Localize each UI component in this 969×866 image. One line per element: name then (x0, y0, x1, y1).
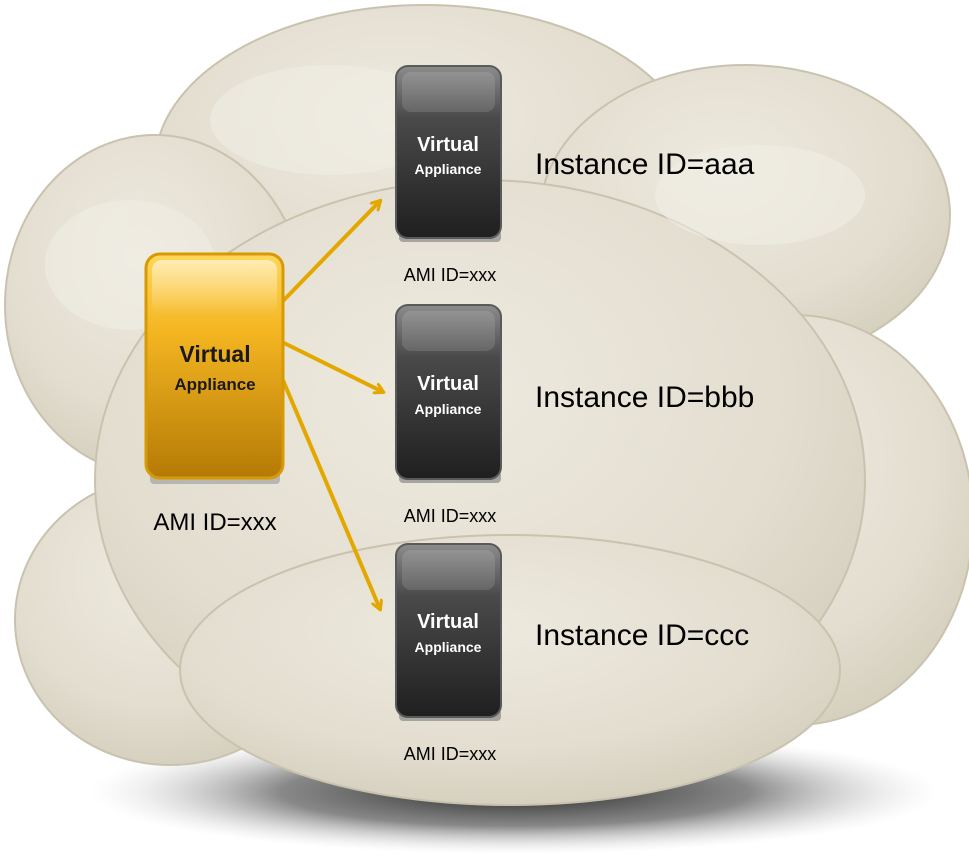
source-appliance: Virtual Appliance AMI ID=xxx (144, 252, 285, 536)
instance-1-title-line1: Virtual (417, 134, 479, 156)
arrow-to-instance-2 (280, 340, 383, 392)
instance-3-ami-label: AMI ID=xxx (404, 744, 497, 764)
source-title-line2: Appliance (174, 375, 255, 394)
instance-2-title-line1: Virtual (417, 373, 479, 395)
arrow-to-instance-1 (280, 201, 380, 304)
instance-1-title-line2: Appliance (415, 161, 482, 177)
source-ami-label: AMI ID=xxx (153, 509, 276, 536)
instance-appliance-1: Virtual Appliance AMI ID=xxx Instance ID… (395, 65, 755, 285)
instance-appliance-3: Virtual Appliance AMI ID=xxx Instance ID… (395, 543, 749, 764)
arrows (280, 201, 383, 609)
arrow-to-instance-3 (280, 376, 380, 609)
instance-3-title-line2: Appliance (415, 639, 482, 655)
instance-3-id-label: Instance ID=ccc (535, 619, 749, 652)
source-title-line1: Virtual (179, 341, 250, 367)
instance-1-ami-label: AMI ID=xxx (404, 265, 497, 285)
instance-3-title-line1: Virtual (417, 611, 479, 633)
instance-2-title-line2: Appliance (415, 401, 482, 417)
instance-2-ami-label: AMI ID=xxx (404, 506, 497, 526)
instance-2-id-label: Instance ID=bbb (535, 381, 754, 414)
instance-appliance-2: Virtual Appliance AMI ID=xxx Instance ID… (395, 304, 754, 526)
instance-1-id-label: Instance ID=aaa (535, 148, 755, 181)
